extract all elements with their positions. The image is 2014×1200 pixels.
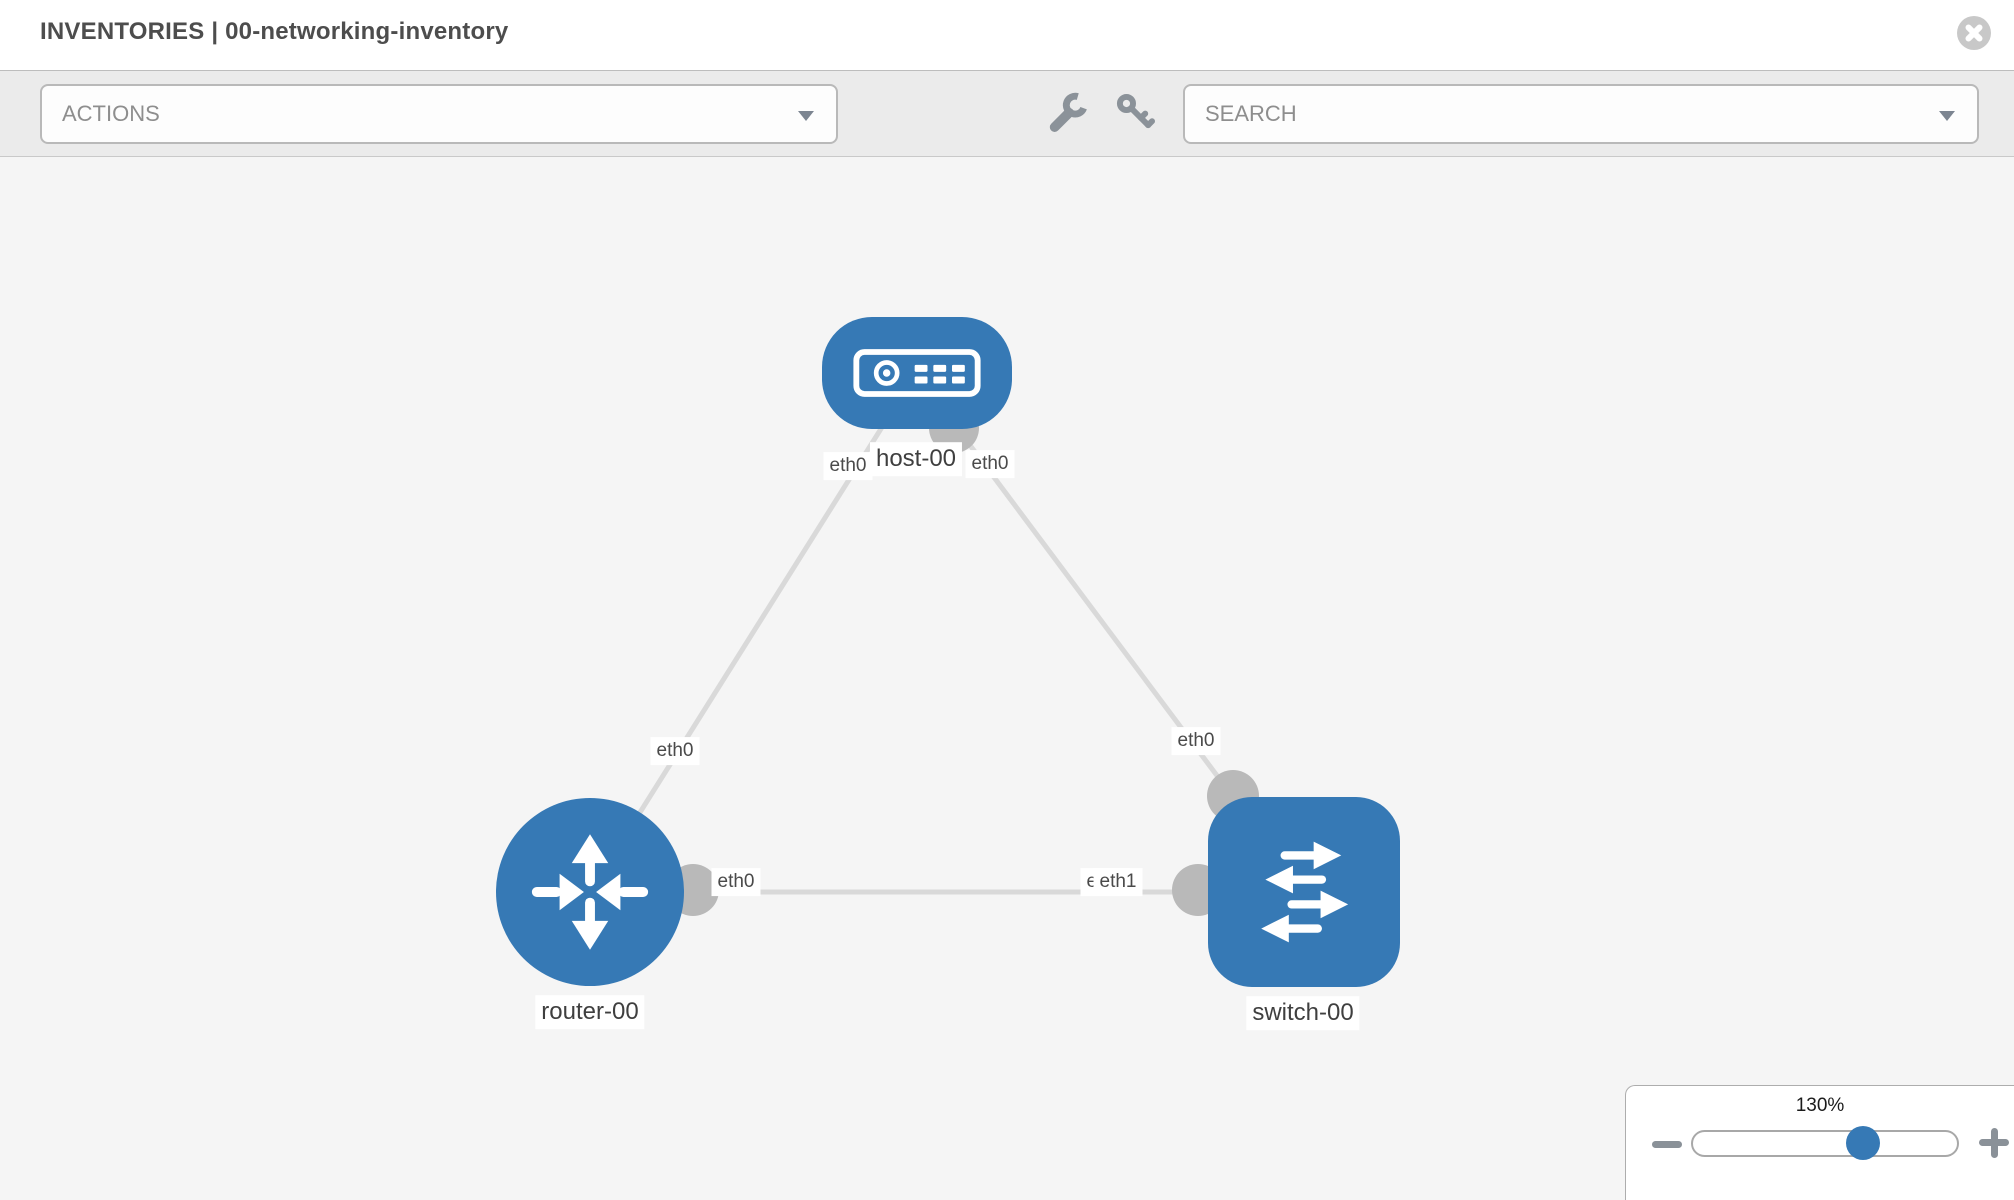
toolbar: ACTIONS SEARCH (0, 71, 2014, 157)
host-icon (853, 349, 981, 397)
close-icon (1957, 16, 1991, 50)
zoom-out-button[interactable] (1651, 1128, 1683, 1160)
topology-canvas[interactable]: eth0 eth0 eth0 eth0 eth0 eth0 eth1 host-… (0, 157, 2014, 1200)
switch-icon (1261, 841, 1349, 943)
router-icon (531, 834, 649, 950)
interface-label-switch00-eth1: eth1 (1093, 868, 1143, 896)
close-button[interactable] (1957, 16, 1991, 50)
interface-label-host00-eth0-left: eth0 (823, 452, 873, 480)
page-title: INVENTORIES | 00-networking-inventory (40, 18, 509, 45)
node-router-00[interactable] (496, 798, 684, 986)
zoom-control-panel: 130% (1625, 1085, 2014, 1200)
wrench-icon (1049, 92, 1088, 132)
interface-label-router00-eth0-bottom: eth0 (711, 868, 761, 896)
node-label-router-00: router-00 (535, 995, 645, 1029)
zoom-slider-track[interactable] (1691, 1130, 1959, 1157)
breadcrumb-header: INVENTORIES | 00-networking-inventory (0, 0, 2014, 71)
node-switch-00[interactable] (1208, 797, 1400, 987)
chevron-down-icon (1939, 111, 1955, 121)
node-host-00[interactable] (822, 317, 1012, 429)
search-dropdown-label: SEARCH (1205, 101, 1297, 126)
interface-label-switch00-eth0: eth0 (1171, 727, 1221, 755)
interface-label-router00-eth0-top: eth0 (650, 737, 700, 765)
zoom-level-value: 130% (1795, 1095, 1845, 1116)
node-label-switch-00: switch-00 (1246, 996, 1360, 1030)
chevron-down-icon (798, 111, 814, 121)
node-label-host-00: host-00 (869, 442, 963, 476)
tools-button[interactable] (1043, 88, 1091, 136)
key-button[interactable] (1111, 88, 1159, 136)
zoom-in-button[interactable] (1978, 1127, 2010, 1159)
search-dropdown[interactable]: SEARCH (1183, 84, 1979, 144)
actions-dropdown[interactable]: ACTIONS (40, 84, 838, 144)
zoom-slider-handle[interactable] (1846, 1126, 1880, 1160)
interface-label-host00-eth0-right: eth0 (965, 450, 1015, 478)
key-icon (1116, 93, 1156, 129)
actions-dropdown-label: ACTIONS (62, 101, 160, 126)
